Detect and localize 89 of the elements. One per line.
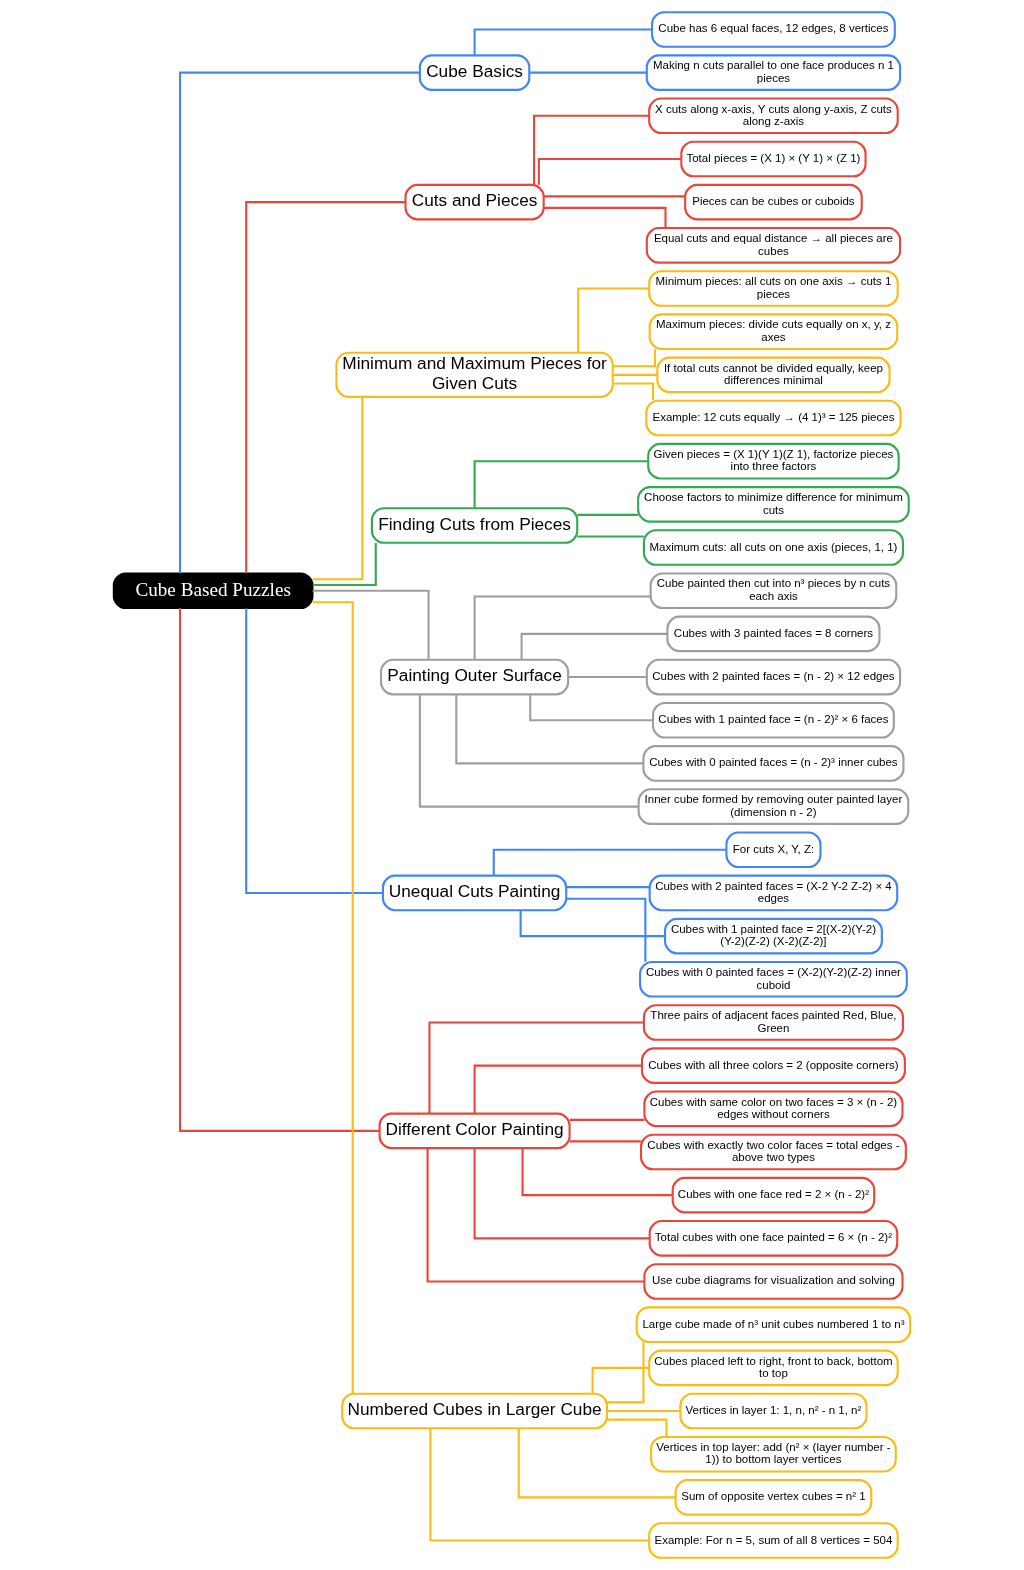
connector bbox=[577, 287, 649, 353]
connector bbox=[566, 886, 650, 889]
node-box: Three pairs of adjacent faces painted Red, Blue, Green bbox=[642, 1004, 905, 1041]
node-box: Sum of opposite vertex cubes = n² 1 bbox=[674, 1479, 873, 1516]
node-box: Choose factors to minimize difference for minimum cuts bbox=[637, 486, 910, 523]
node-box: Unequal Cuts Painting bbox=[381, 874, 568, 912]
node-box: Cubes with 2 painted faces = (X-2 Y-2 Z-2) × 4 edges bbox=[648, 874, 899, 912]
connector bbox=[613, 382, 655, 401]
node-box: Numbered Cubes in Larger Cube bbox=[341, 1392, 609, 1430]
connector bbox=[245, 608, 383, 894]
node-box: Vertices in layer 1: 1, n, n² - n 1, n² bbox=[679, 1392, 868, 1430]
connector bbox=[473, 460, 648, 508]
connector bbox=[312, 589, 430, 660]
connector bbox=[613, 349, 656, 368]
node-box: Cubes with 1 painted face = (n - 2)² × 6 faces bbox=[652, 701, 895, 739]
node-box: Cubes with 0 painted faces = (n - 2)³ inner cubes bbox=[642, 745, 905, 782]
connector bbox=[607, 1418, 668, 1437]
connector bbox=[473, 1148, 650, 1240]
node-box: Use cube diagrams for visualization and solving bbox=[643, 1263, 904, 1300]
node-box: Large cube made of n³ unit cubes numbered 1 to n³ bbox=[635, 1306, 912, 1343]
connector bbox=[312, 397, 364, 581]
connector bbox=[418, 694, 639, 808]
connector bbox=[473, 595, 651, 660]
node-box: Cubes placed left to right, front to back, bottom to top bbox=[648, 1349, 899, 1387]
node-box: Equal cuts and equal distance → all pieces are cubes bbox=[645, 227, 902, 264]
connector bbox=[179, 71, 420, 574]
connector bbox=[312, 543, 377, 586]
connector bbox=[529, 694, 653, 722]
node-box: For cuts X, Y, Z: bbox=[725, 831, 822, 869]
node-box: Cuts and Pieces bbox=[404, 183, 545, 221]
connector bbox=[607, 1342, 645, 1404]
connector bbox=[537, 157, 682, 185]
node-box: Painting Outer Surface bbox=[380, 658, 570, 696]
node-box: Inner cube formed by removing outer painted layer (dimension n - 2) bbox=[637, 788, 910, 825]
connector bbox=[569, 1118, 645, 1121]
node-box: Cube Basics bbox=[418, 54, 531, 91]
node-box: Minimum and Maximum Pieces for Given Cuts bbox=[335, 351, 614, 398]
node-box: Minimum pieces: all cuts on one axis → cuts 1 pieces bbox=[648, 270, 899, 307]
node-box: Pieces can be cubes or cuboids bbox=[684, 183, 863, 221]
connector bbox=[521, 1148, 673, 1197]
connector bbox=[426, 1148, 645, 1283]
connector bbox=[517, 1428, 676, 1499]
connector bbox=[577, 513, 638, 516]
node-box: Cubes with 0 painted faces = (X-2)(Y-2)(Z-2) inner cuboid bbox=[639, 960, 908, 998]
connector bbox=[568, 676, 647, 679]
node-box: Given pieces = (X 1)(Y 1)(Z 1), factorize pieces into three factors bbox=[647, 442, 900, 480]
node-box: Cubes with 3 painted faces = 8 corners bbox=[666, 615, 881, 653]
connector bbox=[429, 1428, 650, 1542]
node-box: Cubes with all three colors = 2 (opposite corners) bbox=[640, 1047, 906, 1084]
node-box: Example: For n = 5, sum of all 8 vertices = 504 bbox=[648, 1522, 899, 1559]
connector bbox=[473, 28, 652, 56]
node-box: Cubes with 2 painted faces = (n - 2) × 12 edges bbox=[645, 658, 902, 696]
connector bbox=[455, 694, 644, 765]
node-box: Vertices in top layer: add (n² × (layer number - 1)) to bottom layer vertices bbox=[650, 1435, 897, 1473]
connector bbox=[529, 71, 647, 74]
node-box: Maximum cuts: all cuts on one axis (pieces, 1, 1) bbox=[642, 529, 905, 566]
connector bbox=[520, 632, 668, 660]
connector bbox=[519, 910, 665, 938]
connector bbox=[543, 206, 667, 228]
node-box: Cube Based Puzzles bbox=[112, 572, 314, 610]
connector bbox=[473, 1064, 642, 1114]
node-box: Cube painted then cut into n³ pieces by n cuts each axis bbox=[649, 572, 898, 610]
connector bbox=[566, 897, 647, 962]
node-box: Maximum pieces: divide cuts equally on x, y, z axes bbox=[648, 313, 899, 350]
node-box: Total cubes with one face painted = 6 × (n - 2)² bbox=[648, 1220, 899, 1257]
node-box: Cubes with 1 painted face = 2[(X-2)(Y-2) (Y-2)(Z-2) (X-2)(Z-2)] bbox=[663, 917, 883, 955]
node-box: X cuts along x-axis, Y cuts along y-axis, Z cuts along z-axis bbox=[648, 97, 899, 135]
connector bbox=[543, 195, 685, 198]
node-box: Cube has 6 equal faces, 12 edges, 8 vertices bbox=[651, 11, 896, 48]
connector bbox=[569, 1140, 641, 1143]
connector bbox=[591, 1366, 650, 1394]
connector bbox=[245, 201, 406, 574]
node-box: Finding Cuts from Pieces bbox=[370, 507, 579, 544]
node-box: Example: 12 cuts equally → (4 1)³ = 125 pieces bbox=[645, 399, 902, 437]
node-box: Total pieces = (X 1) × (Y 1) × (Z 1) bbox=[680, 140, 867, 178]
node-box: Cubes with same color on two faces = 3 × (n - 2) edges without corners bbox=[643, 1090, 904, 1128]
node-box: Cubes with one face red = 2 × (n - 2)² bbox=[671, 1176, 876, 1214]
node-box: Different Color Painting bbox=[378, 1112, 571, 1150]
node-box: If total cuts cannot be divided equally, keep differences minimal bbox=[656, 356, 891, 394]
node-box: Cubes with exactly two color faces = total edges - above two types bbox=[640, 1133, 907, 1171]
connector bbox=[312, 601, 354, 1394]
connector bbox=[533, 114, 650, 185]
connector bbox=[492, 848, 727, 876]
connector bbox=[577, 535, 644, 538]
connector bbox=[179, 608, 380, 1132]
node-box: Making n cuts parallel to one face produces n 1 pieces bbox=[645, 54, 902, 91]
connector bbox=[428, 1021, 644, 1114]
connector bbox=[607, 1409, 680, 1413]
connector bbox=[613, 373, 657, 376]
